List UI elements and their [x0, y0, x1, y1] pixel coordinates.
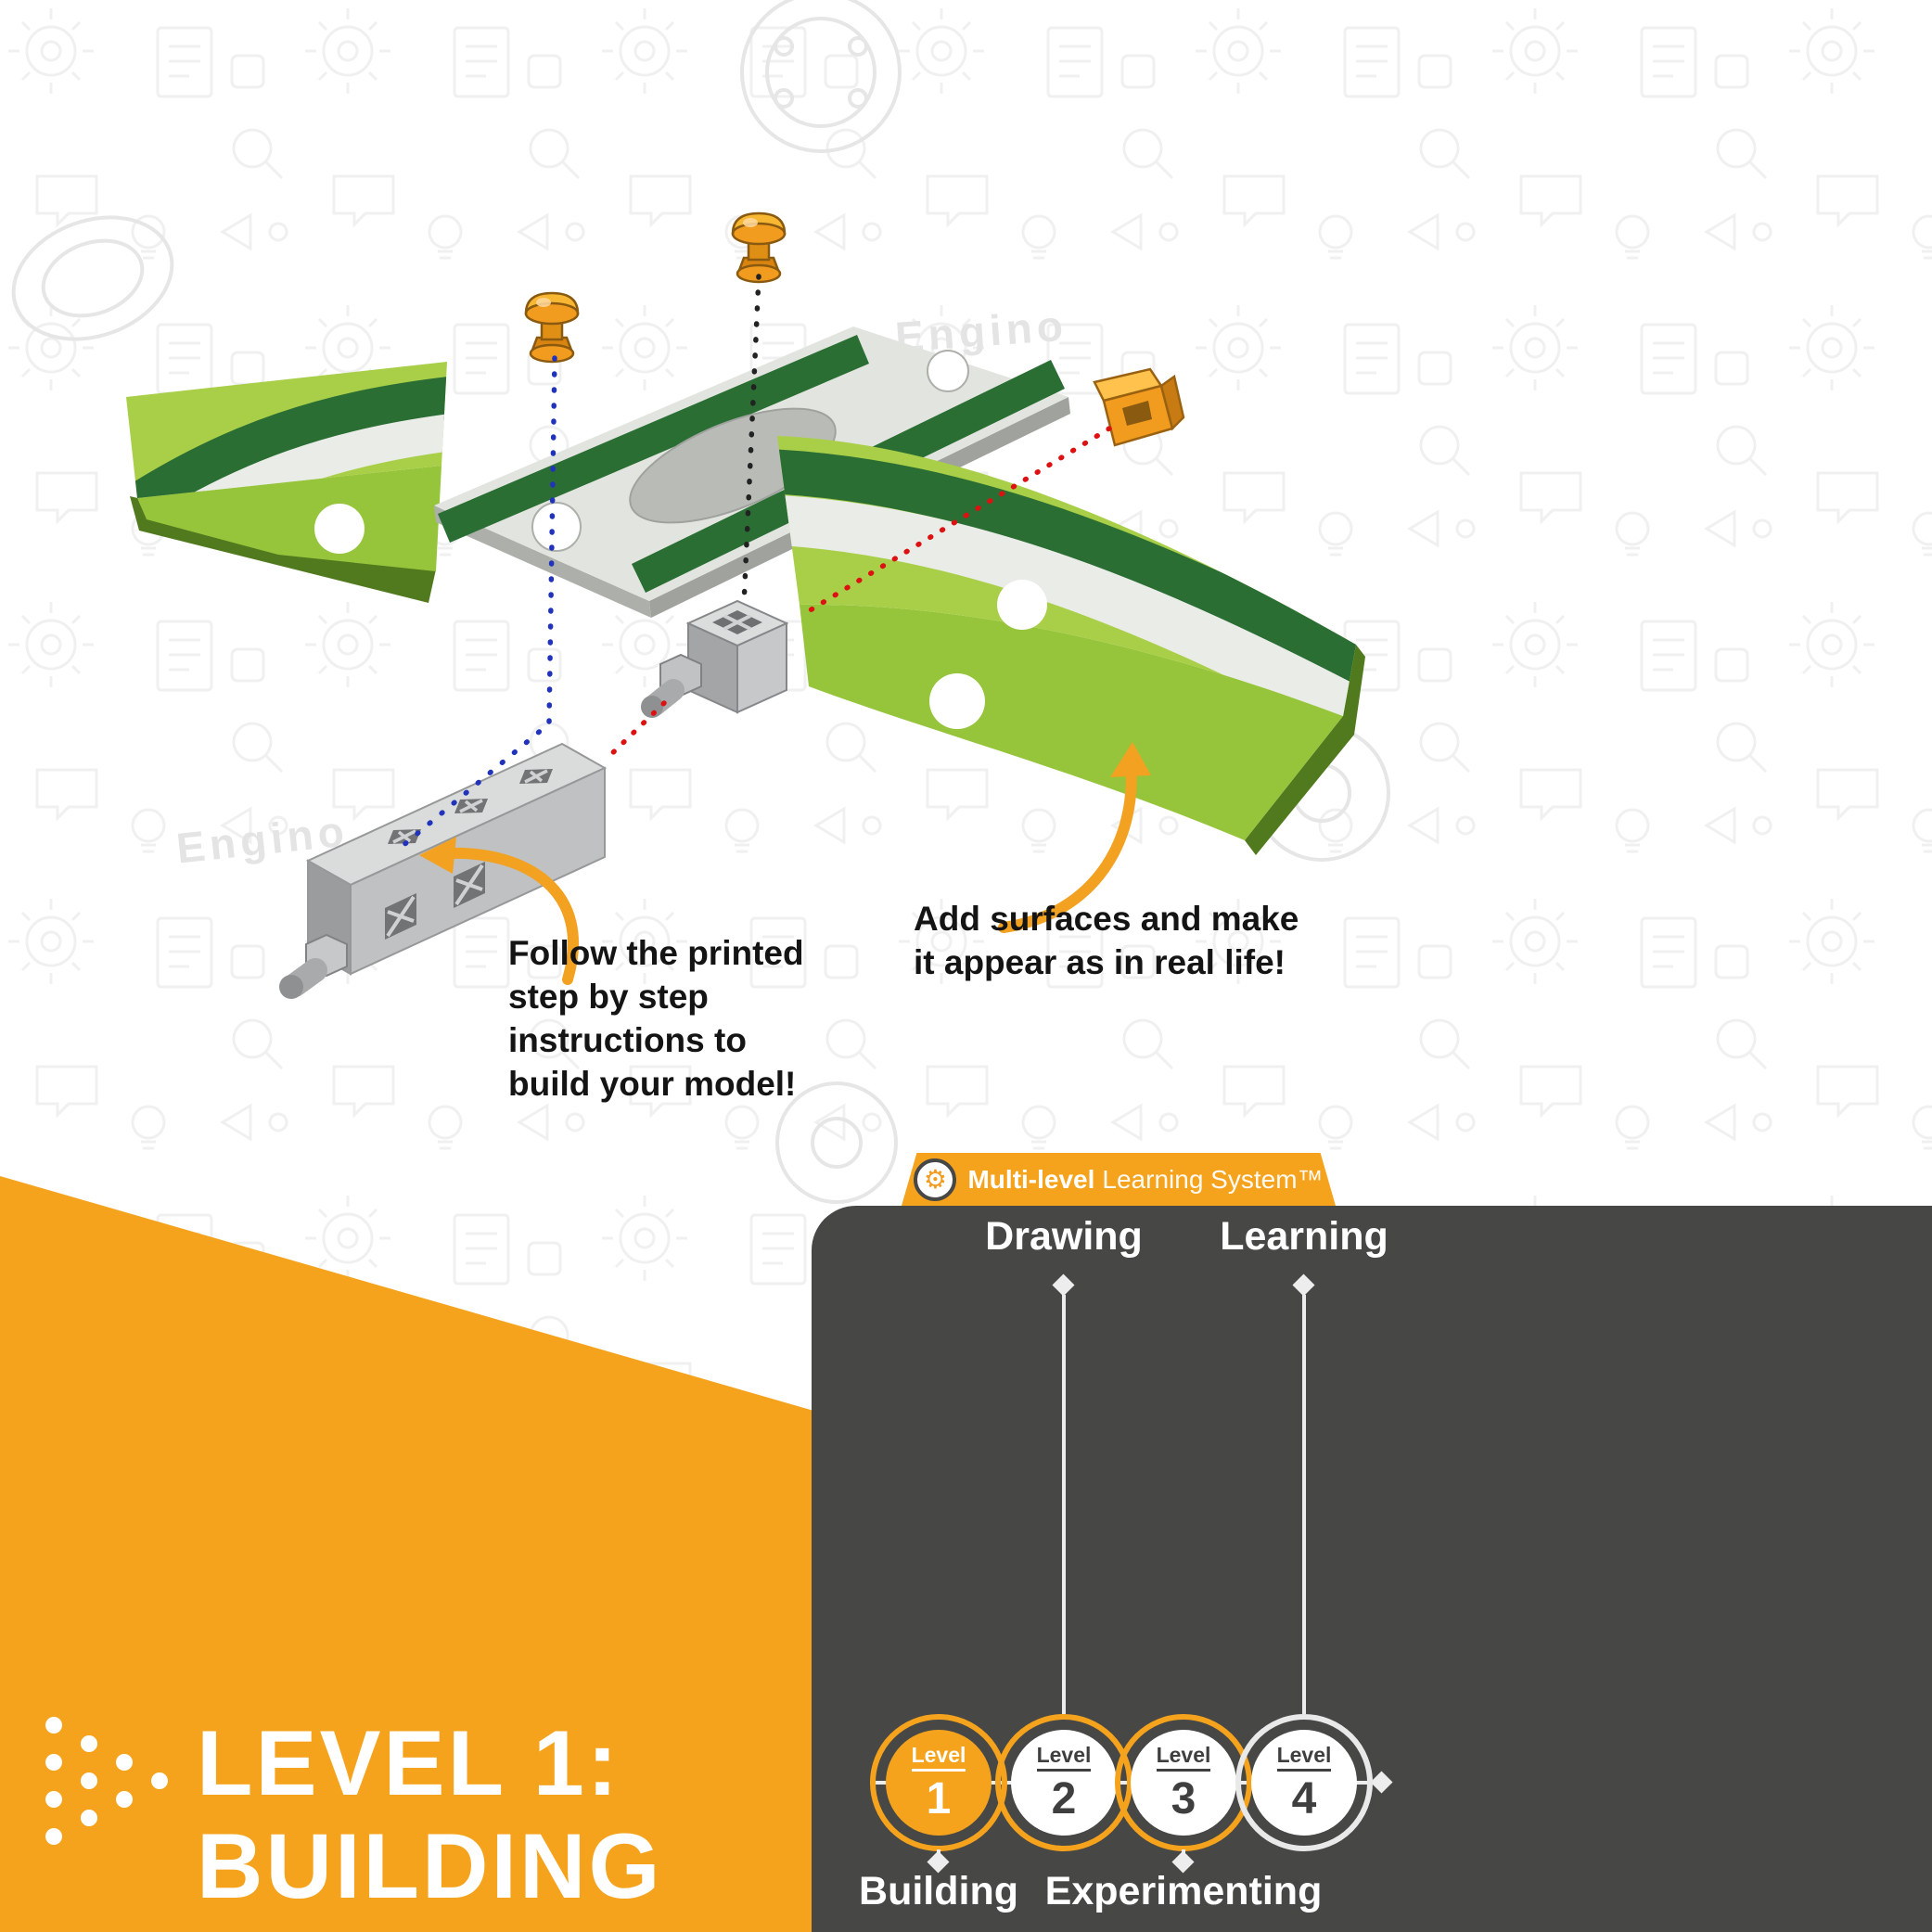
label-learning: Learning [1220, 1214, 1388, 1259]
level-number: 2 [1051, 1773, 1077, 1823]
level-number: 1 [926, 1773, 952, 1823]
orange-peg-1 [524, 291, 580, 364]
instructions-note: Follow the printed step by step instruct… [508, 934, 804, 1103]
level-circle: Level 1 [886, 1730, 992, 1836]
level-word: Level [1156, 1744, 1211, 1772]
label-building: Building [859, 1869, 1018, 1913]
banner-title: LEVEL 1: BUILDING [197, 1711, 663, 1918]
left-wing-part [126, 362, 447, 603]
level-word: Level [911, 1744, 966, 1772]
gray-connector-block [641, 599, 789, 718]
surfaces-note: Add surfaces and make it appear as in re… [914, 900, 1299, 981]
connector-diamond [1370, 1771, 1393, 1794]
connector-line [1062, 1295, 1066, 1714]
connector-diamond [1052, 1273, 1075, 1297]
gray-beam-part [279, 742, 608, 999]
level-word: Level [1036, 1744, 1092, 1772]
level-node-2: Level 2 [995, 1714, 1132, 1851]
level-node-1: Level 1 [870, 1714, 1007, 1851]
orange-connector-part [1093, 367, 1185, 447]
banner-line-2: BUILDING [197, 1813, 663, 1917]
orange-peg-2 [731, 211, 787, 284]
label-drawing: Drawing [985, 1214, 1143, 1259]
right-wing-part [777, 436, 1365, 855]
connector-line [1302, 1295, 1306, 1714]
level-circle: Level 2 [1011, 1730, 1117, 1836]
level-circle: Level 3 [1131, 1730, 1236, 1836]
gear-icon: ⚙ [914, 1158, 957, 1201]
level-ring [1235, 1714, 1373, 1851]
dots-triangle-icon [45, 1717, 168, 1845]
assembly-guide-lines [400, 274, 1112, 849]
connector-diamond [1292, 1273, 1315, 1297]
level-number: 4 [1291, 1773, 1317, 1823]
banner-line-1: LEVEL 1: [197, 1711, 621, 1814]
level-number: 3 [1171, 1773, 1196, 1823]
level-word: Level [1276, 1744, 1332, 1772]
level-node-3: Level 3 [1115, 1714, 1252, 1851]
hand-drawn-arrows [419, 742, 1151, 985]
label-experimenting: Experimenting [1044, 1869, 1323, 1913]
level-node-4: Level 4 [1235, 1714, 1373, 1851]
level-circle: Level 4 [1251, 1730, 1357, 1836]
